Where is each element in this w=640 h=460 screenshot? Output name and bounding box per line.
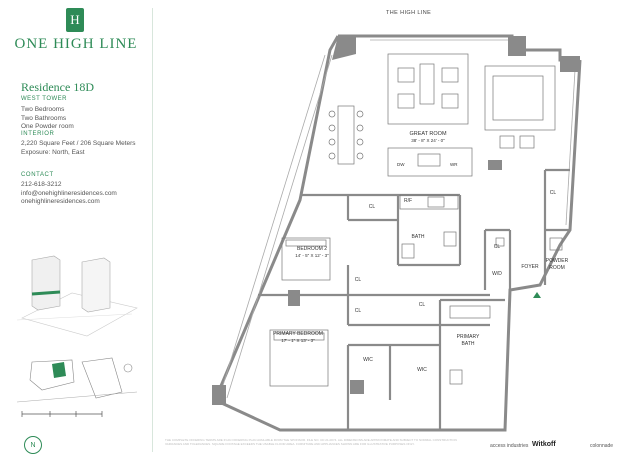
closet-label-6: CL [550, 190, 557, 196]
great-room-dims: 38' - 8" X 24' - 0" [411, 138, 445, 143]
sidebar-divider [152, 8, 153, 452]
primary-bath-label-1: PRIMARY [457, 334, 480, 340]
bedroom2-label: BEDROOM 2 [297, 246, 327, 252]
closet-label-2: CL [355, 277, 362, 283]
foyer-label: FOYER [521, 264, 539, 270]
logo-icon: H [66, 8, 84, 32]
great-room-label: GREAT ROOM [409, 131, 446, 137]
powder-room-label-1: POWDER [546, 258, 569, 264]
tower-label: WEST TOWER [21, 96, 68, 102]
closet-label-4: CL [419, 302, 426, 308]
logo-letter: H [70, 12, 80, 27]
interior-info: 2,220 Square Feet / 206 Square Meters Ex… [21, 140, 136, 157]
wine-label: WR [450, 162, 458, 167]
feature-bedrooms: Two Bedrooms [21, 106, 65, 113]
interior-exposure: Exposure: North, East [21, 148, 85, 156]
legal-disclaimer: THE COMPLETE OFFERING TERMS ARE IN AN OF… [165, 438, 457, 446]
developer-witkoff: Witkoff [532, 441, 556, 448]
closet-label-3: CL [355, 308, 362, 314]
contact-heading: CONTACT [21, 172, 54, 178]
wic-label-1: WIC [363, 357, 373, 363]
fridge-label: R/F [404, 198, 412, 204]
tower-illustration [16, 255, 138, 337]
room-features: Two Bedrooms Two Bathrooms One Powder ro… [21, 106, 74, 132]
site-map [16, 357, 138, 417]
bath-label: BATH [412, 234, 425, 240]
primary-bedroom-label: PRIMARY BEDROOM [273, 331, 323, 337]
interior-size: 2,220 Square Feet / 206 Square Meters [21, 140, 136, 147]
washer-dryer-label: W/D [492, 271, 502, 277]
compass-icon: N [24, 436, 42, 454]
contact-info: 212-618-3212 info@onehighlineresidences.… [21, 181, 117, 207]
residence-title: Residence 18D [21, 80, 94, 94]
brand-name: ONE HIGH LINE [14, 36, 138, 52]
feature-bathrooms: Two Bathrooms [21, 114, 67, 122]
interior-heading: INTERIOR [21, 131, 55, 137]
closet-label-1: CL [369, 204, 376, 210]
contact-website[interactable]: onehighlineresidences.com [21, 198, 100, 205]
closet-label-5: CL [494, 244, 501, 250]
contact-email[interactable]: info@onehighlineresidences.com [21, 189, 117, 197]
developer-access: access industries [490, 443, 529, 449]
high-line-label: THE HIGH LINE [386, 10, 432, 16]
bedroom2-dims: 14' - 5" X 12' - 3" [295, 253, 329, 258]
contact-phone[interactable]: 212-618-3212 [21, 181, 62, 188]
compass-letter: N [30, 441, 36, 449]
primary-bath-label-2: BATH [462, 341, 475, 347]
developer-colonnade: colonnade [590, 443, 614, 449]
feature-powder: One Powder room [21, 123, 74, 130]
wic-label-2: WIC [417, 367, 427, 373]
powder-room-label-2: ROOM [549, 265, 565, 271]
primary-bedroom-dims: 17' - 1" X 13' - 3" [281, 338, 315, 343]
sidebar: H ONE HIGH LINE Residence 18D WEST TOWER… [0, 0, 152, 460]
dishwasher-label: DW [397, 162, 405, 167]
floor-plan: GREAT ROOM 38' - 8" X 24' - 0" DW WR CL … [212, 34, 582, 432]
